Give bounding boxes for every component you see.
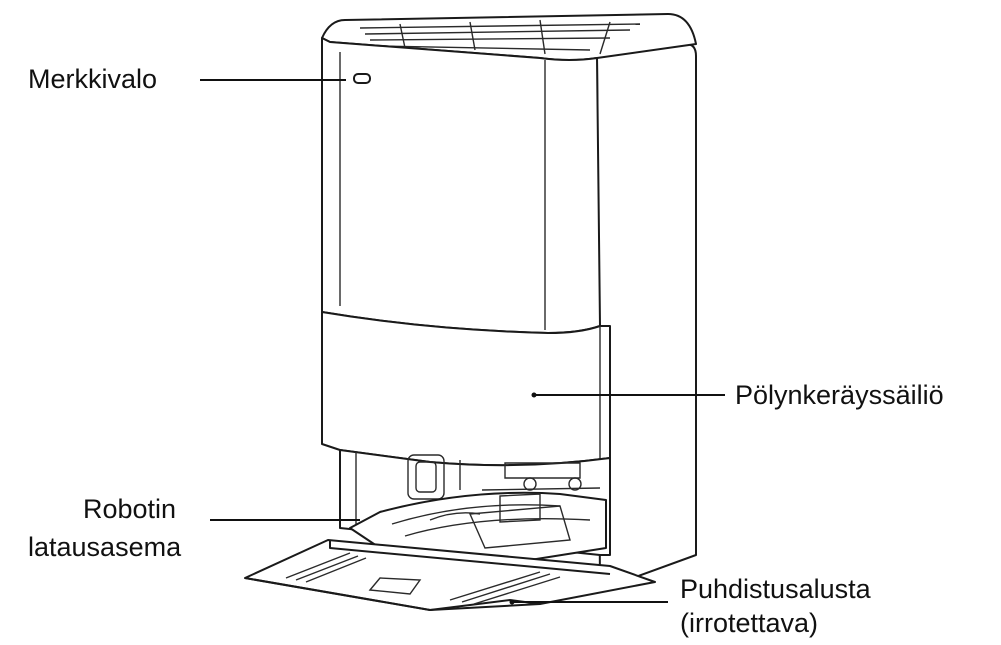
dock-label-line1: Robotin (83, 494, 177, 524)
top-vent-slots (359, 19, 641, 55)
indicator-label: Merkkivalo (28, 64, 158, 94)
dust-bin-leader-dot (531, 392, 537, 398)
tray-grooves (285, 552, 561, 605)
station-side-panel (596, 43, 697, 591)
tray-label-line2: (irrotettava) (680, 608, 819, 638)
charging-mechanism (407, 454, 601, 500)
dust-bin-label: Pölynkeräyssäiliö (735, 380, 944, 410)
tray-label-line1: Puhdistusalusta (680, 574, 871, 604)
charging-plate (349, 491, 607, 561)
indicator-light (353, 73, 371, 84)
tray-leader-dot (509, 599, 515, 605)
dust-bin-body (321, 311, 611, 467)
cleaning-tray-rim (244, 577, 541, 611)
dock-label-line2: latausasema (28, 532, 182, 562)
tray-front-lip (329, 540, 611, 575)
